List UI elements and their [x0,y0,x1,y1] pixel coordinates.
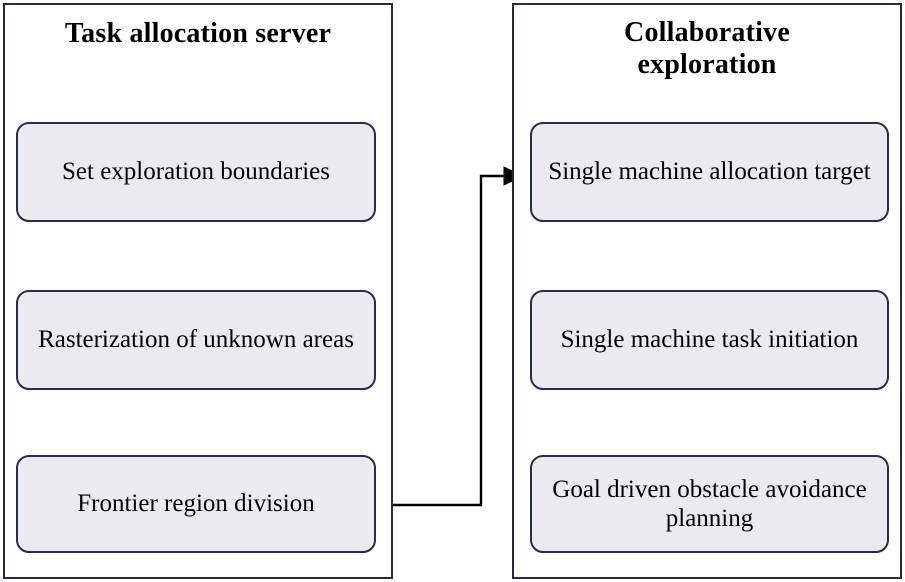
node-label-frontier-region-division: Frontier region division [77,490,315,518]
node-rasterization-of-unknown-areas[interactable]: Rasterization of unknown areas [16,290,376,390]
node-single-machine-allocation-target[interactable]: Single machine allocation target [530,122,889,222]
edge-frontier-to-single-machine-allocation [376,166,524,507]
node-single-machine-task-initiation[interactable]: Single machine task initiation [530,290,889,390]
node-label-single-machine-task-initiation: Single machine task initiation [560,326,859,354]
panel-title-line-1: Collaborative [624,17,790,48]
node-label-set-exploration-boundaries: Set exploration boundaries [62,158,330,186]
node-label-goal-driven-obstacle-avoidance-planning: Goal driven obstacle avoidance planning [552,475,867,533]
node-label-rasterization-of-unknown-areas: Rasterization of unknown areas [38,326,354,354]
panel-title-task-allocation-server: Task allocation server [64,18,332,49]
node-label-single-machine-allocation-target: Single machine allocation target [548,158,871,186]
node-set-exploration-boundaries[interactable]: Set exploration boundaries [16,122,376,222]
panel-title-line-2: exploration [637,49,777,81]
node-goal-driven-obstacle-avoidance-planning[interactable]: Goal driven obstacle avoidance planning [530,455,889,553]
panel-title-collaborative-exploration: Collaborative exploration [514,17,900,82]
node-frontier-region-division[interactable]: Frontier region division [16,455,376,553]
